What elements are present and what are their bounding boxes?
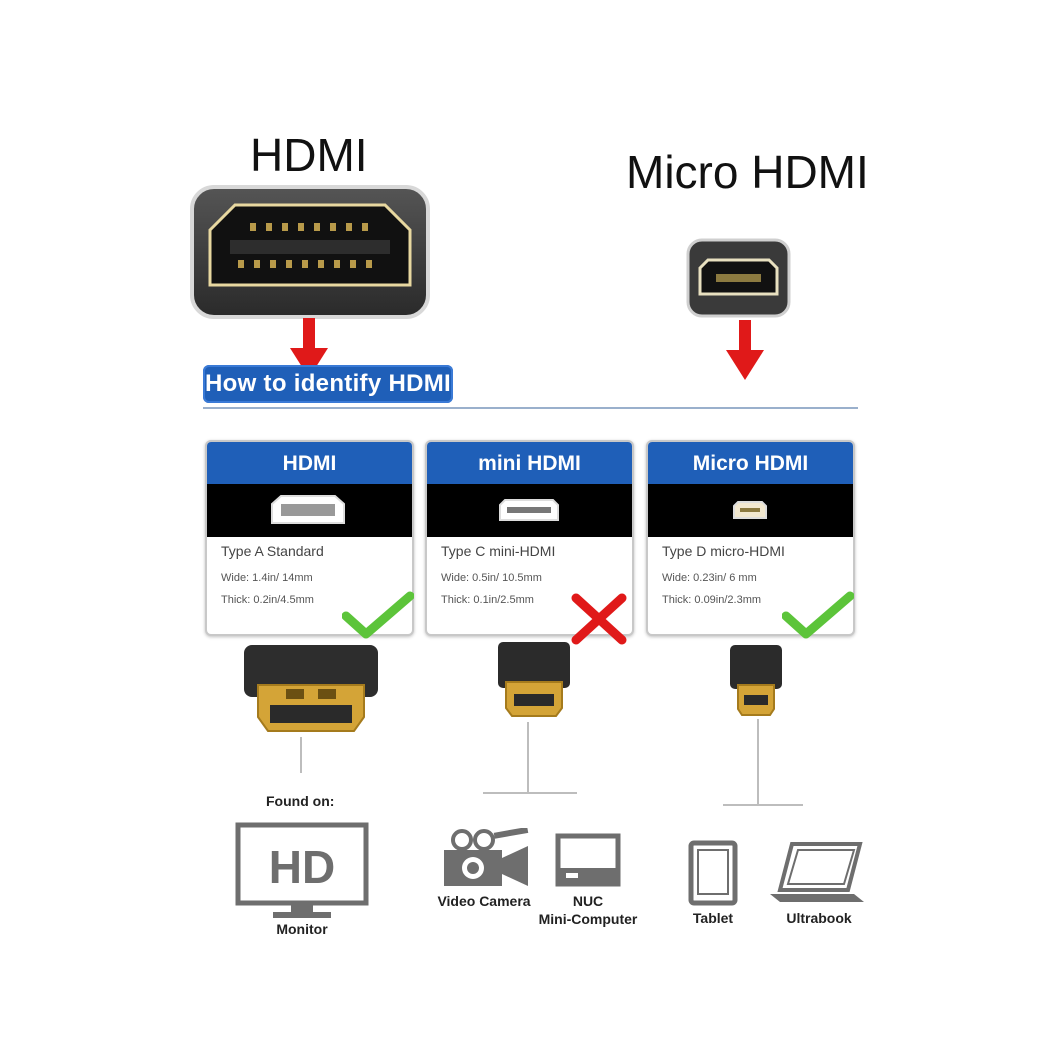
hdmi-title: HDMI bbox=[250, 129, 368, 181]
monitor-label: Monitor bbox=[276, 921, 328, 937]
micro-hdmi-title: Micro HDMI bbox=[626, 146, 869, 198]
arrow-down-icon bbox=[290, 318, 328, 378]
micro-hdmi-port-icon bbox=[733, 501, 767, 519]
card-thickness: Thick: 0.09in/2.3mm bbox=[662, 594, 762, 606]
card-width: Wide: 0.5in/ 10.5mm bbox=[441, 572, 542, 584]
hdmi-plug-icon bbox=[244, 645, 378, 732]
card-width: Wide: 0.23in/ 6 mm bbox=[662, 572, 757, 584]
cross-icon bbox=[571, 593, 627, 645]
micro-hdmi-port-icon bbox=[686, 238, 791, 318]
connector-line bbox=[300, 737, 302, 773]
ultrabook-label: Ultrabook bbox=[786, 910, 852, 926]
monitor-icon: HD bbox=[235, 822, 369, 918]
laptop-icon bbox=[770, 842, 864, 902]
card-header: Micro HDMI bbox=[648, 442, 853, 484]
connector-line bbox=[723, 804, 803, 806]
card-header: HDMI bbox=[207, 442, 412, 484]
card-type: Type C mini-HDMI bbox=[441, 543, 556, 559]
tablet-label: Tablet bbox=[692, 910, 734, 926]
hdmi-port-icon bbox=[271, 495, 345, 524]
card-micro-hdmi: Micro HDMI Type D micro-HDMI Wide: 0.23i… bbox=[646, 440, 855, 636]
connector-line bbox=[483, 792, 577, 794]
check-icon bbox=[342, 591, 414, 639]
check-icon bbox=[782, 591, 854, 639]
video-camera-icon bbox=[444, 828, 529, 886]
identify-banner: How to identify HDMI bbox=[203, 365, 453, 403]
card-type: Type A Standard bbox=[221, 543, 324, 559]
nuc-label: NUC bbox=[572, 893, 604, 909]
connector-line bbox=[757, 719, 759, 804]
video-camera-label: Video Camera bbox=[437, 893, 531, 909]
mini-hdmi-port-icon bbox=[499, 499, 559, 521]
card-thickness: Thick: 0.2in/4.5mm bbox=[221, 594, 314, 606]
divider bbox=[203, 407, 858, 409]
card-width: Wide: 1.4in/ 14mm bbox=[221, 572, 313, 584]
hdmi-port-icon bbox=[190, 185, 430, 319]
card-type: Type D micro-HDMI bbox=[662, 543, 785, 559]
mini-hdmi-plug-icon bbox=[498, 642, 570, 717]
micro-hdmi-plug-icon bbox=[730, 645, 782, 716]
nuc-sub-label: Mini-Computer bbox=[538, 911, 638, 927]
nuc-icon bbox=[555, 833, 621, 887]
connector-line bbox=[527, 722, 529, 792]
arrow-down-icon bbox=[726, 320, 764, 380]
card-hdmi: HDMI Type A Standard Wide: 1.4in/ 14mm T… bbox=[205, 440, 414, 636]
card-mini-hdmi: mini HDMI Type C mini-HDMI Wide: 0.5in/ … bbox=[425, 440, 634, 636]
found-on-label: Found on: bbox=[266, 793, 335, 809]
monitor-hd-text: HD bbox=[269, 841, 335, 893]
card-header: mini HDMI bbox=[427, 442, 632, 484]
tablet-icon bbox=[688, 840, 738, 906]
card-thickness: Thick: 0.1in/2.5mm bbox=[441, 594, 534, 606]
